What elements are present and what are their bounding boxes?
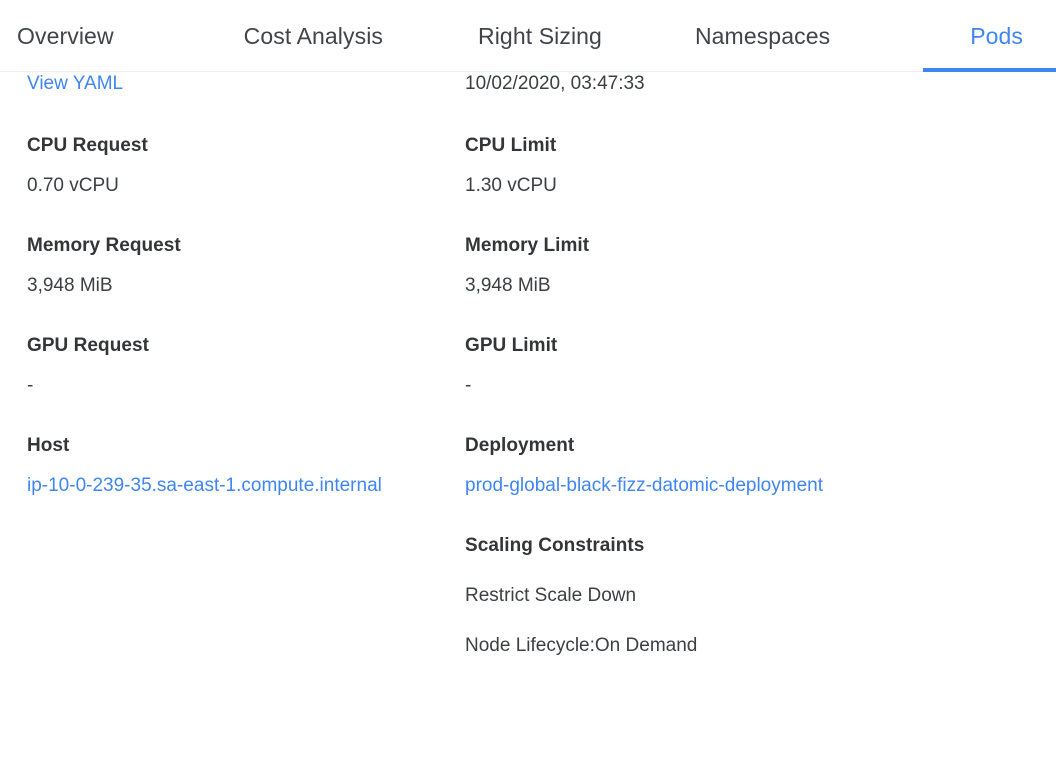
gpu-request-value: - (27, 375, 34, 396)
tab-namespaces-label: Namespaces (694, 23, 831, 49)
cpu-limit-label: CPU Limit (465, 135, 557, 156)
tab-pods-active-underline (923, 68, 1056, 72)
gpu-limit-value: - (465, 375, 472, 396)
tab-list: Overview Cost Analysis Right Sizing Name… (0, 0, 1056, 72)
view-yaml-link[interactable]: View YAML (27, 73, 124, 94)
gpu-request-label: GPU Request (27, 335, 149, 356)
deployment-value-wrapper: prod-global-black-fizz-datomic-deploymen… (465, 473, 845, 499)
field-deployment: Deployment prod-global-black-fizz-datomi… (465, 434, 845, 499)
tab-bar: Overview Cost Analysis Right Sizing Name… (0, 0, 1056, 72)
host-value-wrapper: ip-10-0-239-35.sa-east-1.compute.interna… (27, 473, 427, 499)
field-gpu-limit: GPU Limit - (465, 334, 845, 399)
memory-request-value: 3,948 MiB (27, 275, 113, 296)
gpu-limit-label: GPU Limit (465, 335, 558, 356)
memory-request-label: Memory Request (27, 235, 181, 256)
field-memory-request: Memory Request 3,948 MiB (27, 234, 427, 299)
restrict-scale-down-value: Restrict Scale Down (465, 585, 637, 606)
field-scaling-constraints: Scaling Constraints Restrict Scale Down … (465, 534, 845, 658)
pod-timestamp: 10/02/2020, 03:47:33 (465, 73, 645, 94)
tab-right-sizing[interactable]: Right Sizing (478, 0, 602, 71)
memory-limit-value: 3,948 MiB (465, 275, 551, 296)
pod-detail-left-column: View YAML CPU Request 0.70 vCPU Memory R… (27, 72, 427, 499)
host-label: Host (27, 435, 70, 456)
node-lifecycle-value: Node Lifecycle:On Demand (465, 635, 698, 656)
field-cpu-limit: CPU Limit 1.30 vCPU (465, 134, 845, 199)
tab-namespaces[interactable]: Namespaces (695, 0, 830, 71)
timestamp-row: 10/02/2020, 03:47:33 (465, 72, 845, 96)
tab-pods-label: Pods (970, 23, 1024, 49)
host-link[interactable]: ip-10-0-239-35.sa-east-1.compute.interna… (27, 475, 382, 496)
field-memory-limit: Memory Limit 3,948 MiB (465, 234, 845, 299)
tab-right-sizing-label: Right Sizing (478, 23, 602, 49)
cpu-request-label: CPU Request (27, 135, 148, 156)
field-cpu-request: CPU Request 0.70 vCPU (27, 134, 427, 199)
cpu-request-value: 0.70 vCPU (27, 175, 119, 196)
deployment-label: Deployment (465, 435, 575, 456)
memory-limit-label: Memory Limit (465, 235, 590, 256)
tab-pods[interactable]: Pods (923, 0, 1056, 72)
cpu-limit-value: 1.30 vCPU (465, 175, 557, 196)
tab-overview-label: Overview (17, 23, 114, 49)
tab-cost-analysis[interactable]: Cost Analysis (244, 0, 383, 71)
deployment-link[interactable]: prod-global-black-fizz-datomic-deploymen… (465, 475, 823, 496)
field-host: Host ip-10-0-239-35.sa-east-1.compute.in… (27, 434, 427, 499)
tab-overview[interactable]: Overview (17, 0, 114, 71)
scaling-constraints-label: Scaling Constraints (465, 535, 645, 556)
tab-cost-analysis-label: Cost Analysis (243, 23, 384, 49)
pod-detail-right-column: 10/02/2020, 03:47:33 CPU Limit 1.30 vCPU… (465, 72, 845, 658)
field-gpu-request: GPU Request - (27, 334, 427, 399)
view-yaml-row: View YAML (27, 72, 427, 96)
